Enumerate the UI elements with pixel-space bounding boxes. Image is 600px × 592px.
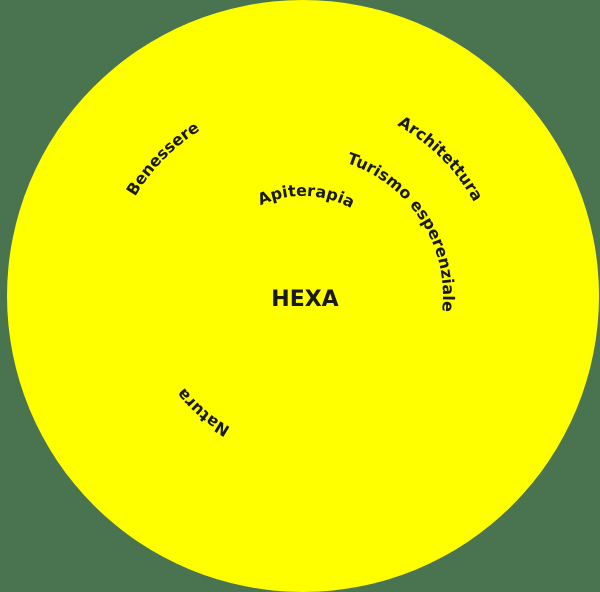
yellow-circle (7, 0, 599, 592)
center-label-hexa: HEXA (271, 287, 338, 312)
